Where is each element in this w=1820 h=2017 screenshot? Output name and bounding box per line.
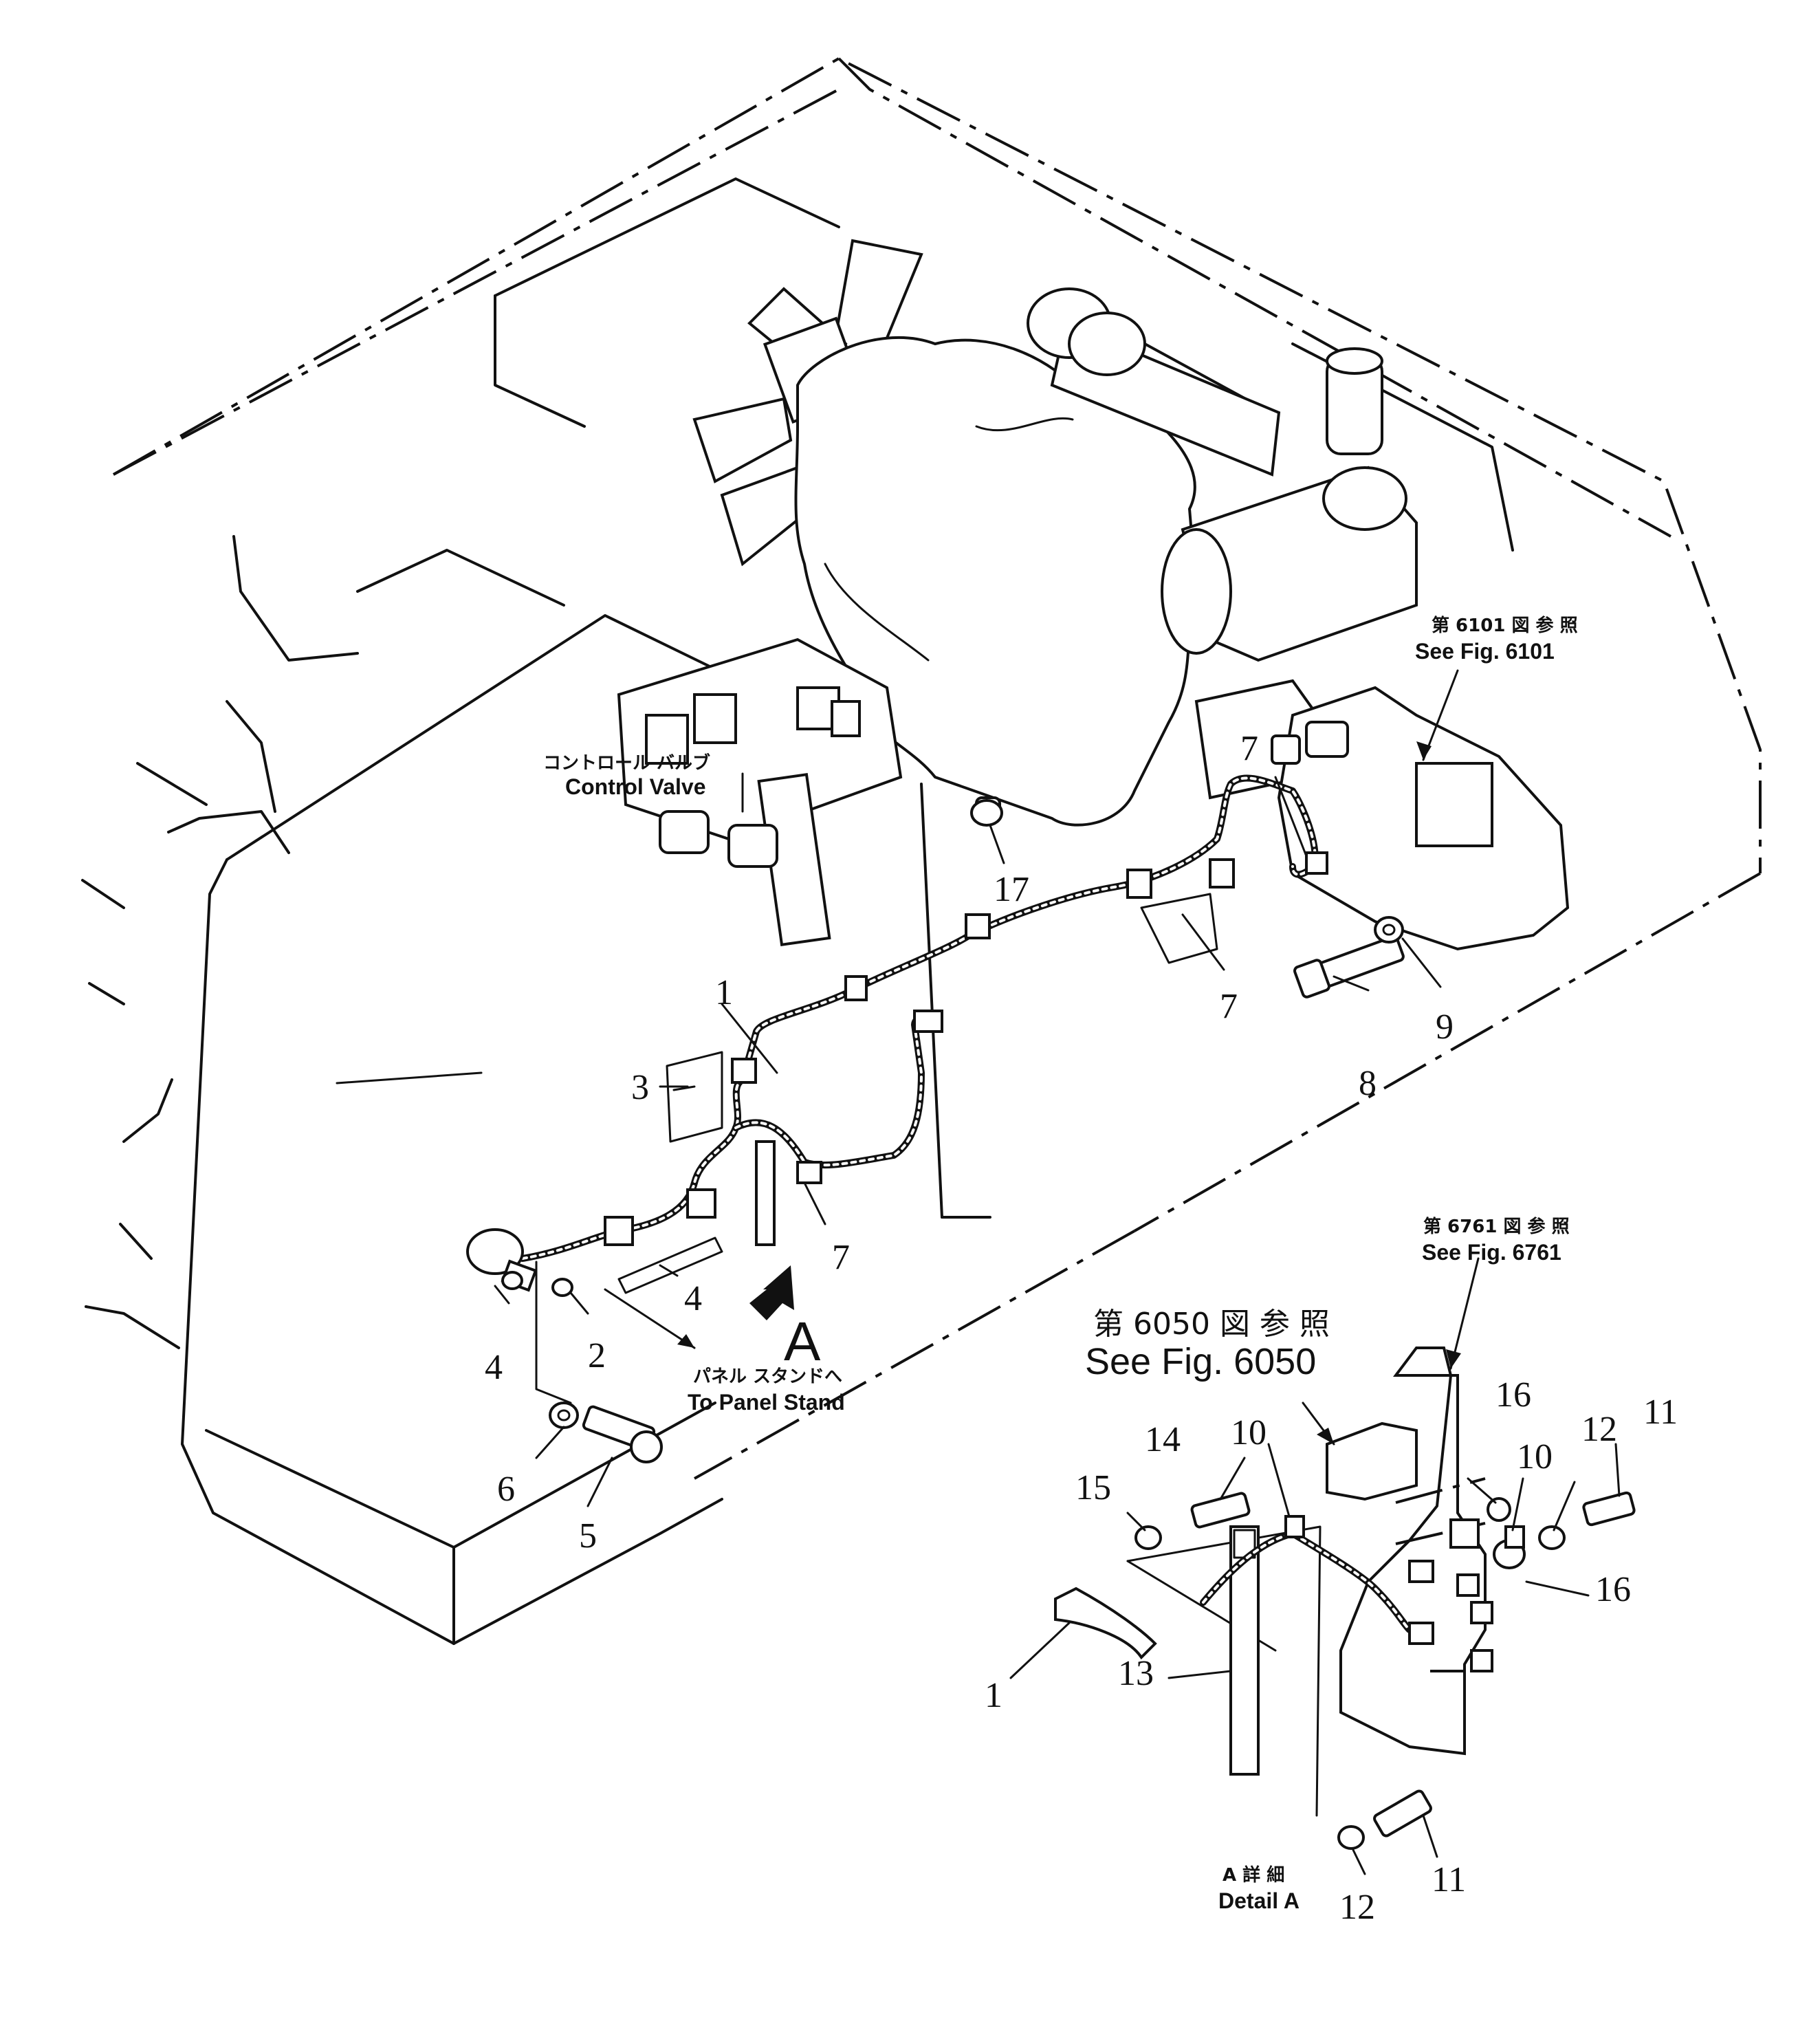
detail-part-number-13: 13 bbox=[1118, 1654, 1154, 1693]
detail-part-number-12a: 12 bbox=[1581, 1410, 1617, 1449]
part-numbers-detail: 1 10 10 11 11 12 12 13 14 15 16 16 bbox=[985, 1375, 1678, 1927]
clamp-17 bbox=[970, 799, 1003, 827]
ref-6050-en: See Fig. 6050 bbox=[1085, 1341, 1316, 1382]
detail-a-en: Detail A bbox=[1218, 1888, 1300, 1913]
ref-6101-en: See Fig. 6101 bbox=[1415, 639, 1555, 664]
control-valve-ja: コントロール バルブ bbox=[543, 752, 710, 774]
part-number-7b: 7 bbox=[1220, 987, 1238, 1026]
detail-part-number-16a: 16 bbox=[1495, 1375, 1531, 1415]
view-letter-a: A bbox=[784, 1311, 821, 1372]
part-number-2: 2 bbox=[588, 1336, 606, 1375]
ref-6761-en: See Fig. 6761 bbox=[1422, 1240, 1561, 1265]
panel-stand-ja: パネル スタンドへ bbox=[693, 1366, 842, 1387]
machine-frame bbox=[81, 56, 1762, 1645]
detail-part-number-10a: 10 bbox=[1231, 1413, 1267, 1452]
part-number-6: 6 bbox=[497, 1470, 515, 1509]
engine bbox=[692, 239, 1418, 827]
detail-part-number-11b: 11 bbox=[1432, 1860, 1466, 1899]
detail-part-number-14: 14 bbox=[1145, 1420, 1181, 1459]
detail-part-number-1: 1 bbox=[985, 1676, 1002, 1715]
part-number-4a: 4 bbox=[684, 1279, 702, 1318]
part-number-1: 1 bbox=[715, 973, 733, 1012]
detail-part-number-10b: 10 bbox=[1517, 1437, 1553, 1476]
control-valve-en: Control Valve bbox=[565, 774, 706, 799]
part-number-7c: 7 bbox=[832, 1238, 850, 1277]
detail-a-ja: A 詳 細 bbox=[1223, 1864, 1284, 1886]
main-fasteners bbox=[501, 916, 1405, 1463]
starter-motor bbox=[1271, 686, 1570, 951]
part-number-9: 9 bbox=[1436, 1007, 1454, 1047]
ref-6101-ja: 第 6101 図 参 照 bbox=[1432, 615, 1578, 636]
part-numbers-main: 1 2 3 4 4 5 6 7 7 7 8 9 17 bbox=[485, 729, 1454, 1556]
detail-part-number-15: 15 bbox=[1075, 1468, 1111, 1507]
view-arrow bbox=[749, 1265, 794, 1320]
part-number-4b: 4 bbox=[485, 1348, 503, 1387]
detail-part-number-11a: 11 bbox=[1643, 1393, 1678, 1432]
ref-6050-ja: 第 6050 図 参 照 bbox=[1093, 1307, 1330, 1342]
part-number-17: 17 bbox=[994, 870, 1029, 909]
detail-part-number-16b: 16 bbox=[1595, 1570, 1631, 1609]
part-number-8: 8 bbox=[1359, 1064, 1377, 1103]
detail-a bbox=[1009, 1257, 1636, 1875]
wire-harness bbox=[466, 774, 1328, 1294]
part-number-3: 3 bbox=[631, 1068, 649, 1107]
control-valve bbox=[617, 637, 903, 946]
detail-part-number-12b: 12 bbox=[1339, 1888, 1375, 1927]
part-number-7a: 7 bbox=[1240, 729, 1258, 768]
panel-stand-en: To Panel Stand bbox=[688, 1390, 845, 1415]
part-number-5: 5 bbox=[579, 1516, 597, 1556]
ref-6761-ja: 第 6761 図 参 照 bbox=[1423, 1216, 1570, 1237]
leader-lines-main bbox=[336, 669, 1459, 1507]
